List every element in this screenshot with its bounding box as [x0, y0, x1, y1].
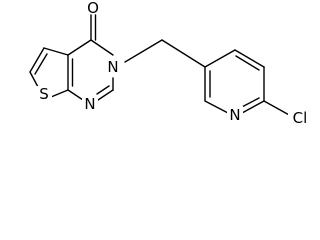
bond-n3-ch2: [124, 39, 163, 63]
atom-nitrogen-1: N: [84, 95, 95, 113]
structure-diagram: O N N S N Cl: [29, 0, 312, 127]
atom-nitrogen-3: N: [107, 58, 118, 76]
bond-c6-cl: [263, 100, 292, 117]
bond-n1-c7a: [67, 89, 84, 101]
molecule-svg: O N N S N Cl: [29, 0, 312, 127]
bond-c6-npy-double: [239, 97, 260, 109]
atom-nitrogen-pyridine: N: [229, 106, 240, 124]
bond-c4-n3: [90, 39, 114, 56]
bond-c6-npy: [241, 100, 265, 114]
bond-c5-c6-double: [34, 53, 48, 75]
bond-layer: [29, 14, 292, 117]
bond-s-c7a: [50, 89, 69, 98]
bond-c4a-c5: [43, 47, 69, 56]
atom-chlorine: Cl: [293, 109, 308, 127]
bond-npy-c2py: [204, 100, 229, 114]
bond-c4a-c4: [67, 39, 92, 56]
atom-label-layer: O N N S N Cl: [36, 0, 312, 127]
atom-sulfur: S: [39, 85, 49, 103]
bond-c4-c5py: [234, 49, 265, 68]
bond-c5-c6: [29, 47, 45, 73]
bond-c2-n1: [97, 89, 114, 101]
atom-oxygen: O: [87, 0, 99, 17]
bond-c2-n1-double: [96, 85, 110, 95]
bond-c6-s: [29, 71, 39, 88]
bond-c4-c5py-double: [235, 55, 260, 71]
bond-c3-c4py: [204, 49, 236, 68]
bond-ch2-c3py: [161, 39, 206, 68]
